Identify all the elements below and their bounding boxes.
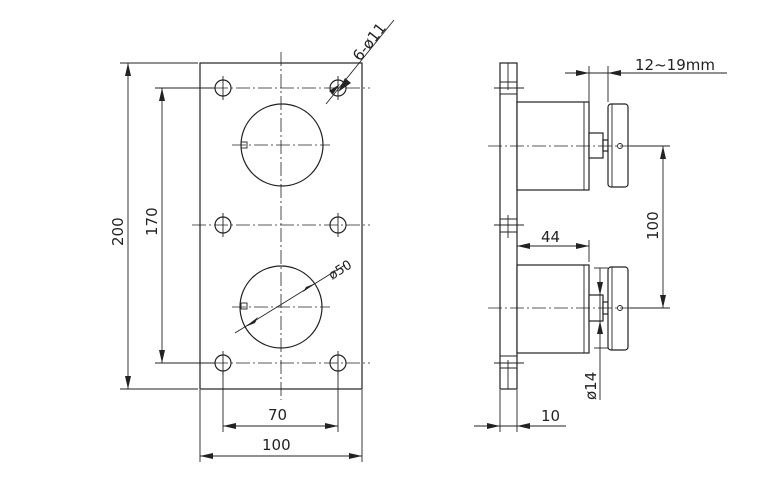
label-plate-thickness: 10 [541, 407, 560, 425]
label-width-total: 100 [262, 436, 291, 454]
large-hole-bottom [239, 265, 323, 349]
label-glass-thickness: 12~19mm [635, 56, 715, 74]
label-width-holes: 70 [268, 406, 287, 424]
side-view: 12~19mm 100 44 ø14 10 [474, 56, 727, 432]
label-spacing: 100 [644, 211, 662, 240]
leader-hole-pattern [325, 19, 395, 105]
key-notch-top [240, 141, 248, 149]
label-pin-diameter: ø14 [582, 372, 600, 400]
lower-fitting [516, 264, 629, 354]
label-hole-pattern: 6-ø11 [349, 19, 390, 64]
key-notch-bottom [240, 302, 248, 310]
label-projection: 44 [541, 228, 560, 246]
label-height-total: 200 [109, 217, 127, 246]
side-base-plate [499, 62, 518, 390]
front-view: 6-ø11 ø50 200 170 70 100 [109, 19, 395, 462]
mounting-holes [214, 76, 347, 375]
label-height-holes: 170 [143, 207, 161, 236]
